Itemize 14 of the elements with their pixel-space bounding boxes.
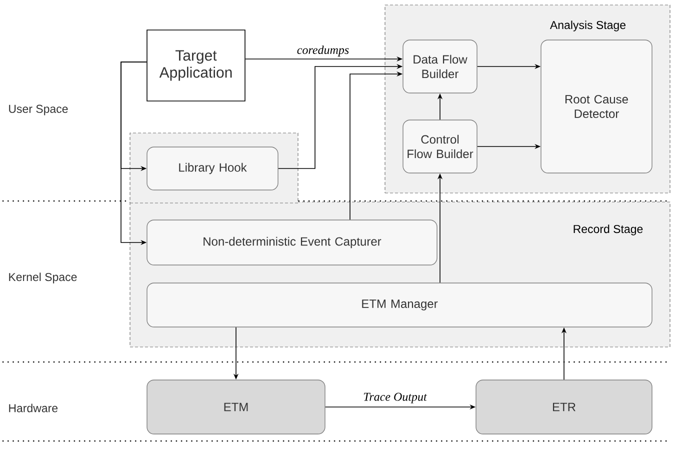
process-box: Library Hook (146, 146, 278, 190)
edge-label: coredumps (296, 44, 350, 58)
process-box: Control Flow Builder (402, 120, 478, 174)
layer-label: Hardware (9, 404, 58, 412)
process-box: Root Cause Detector (540, 40, 652, 174)
process-box: Target Application (146, 30, 246, 102)
process-box: ETM Manager (146, 282, 652, 328)
process-box: Data Flow Builder (402, 40, 478, 94)
process-box: Non-deterministic Event Capturer (146, 220, 438, 266)
hardware-box: ETM (146, 380, 326, 434)
layer-label: Kernel Space (9, 272, 77, 284)
layer-label: User Space (9, 104, 68, 116)
hardware-box: ETR (476, 380, 652, 434)
edge-label: Trace Output (362, 392, 428, 404)
